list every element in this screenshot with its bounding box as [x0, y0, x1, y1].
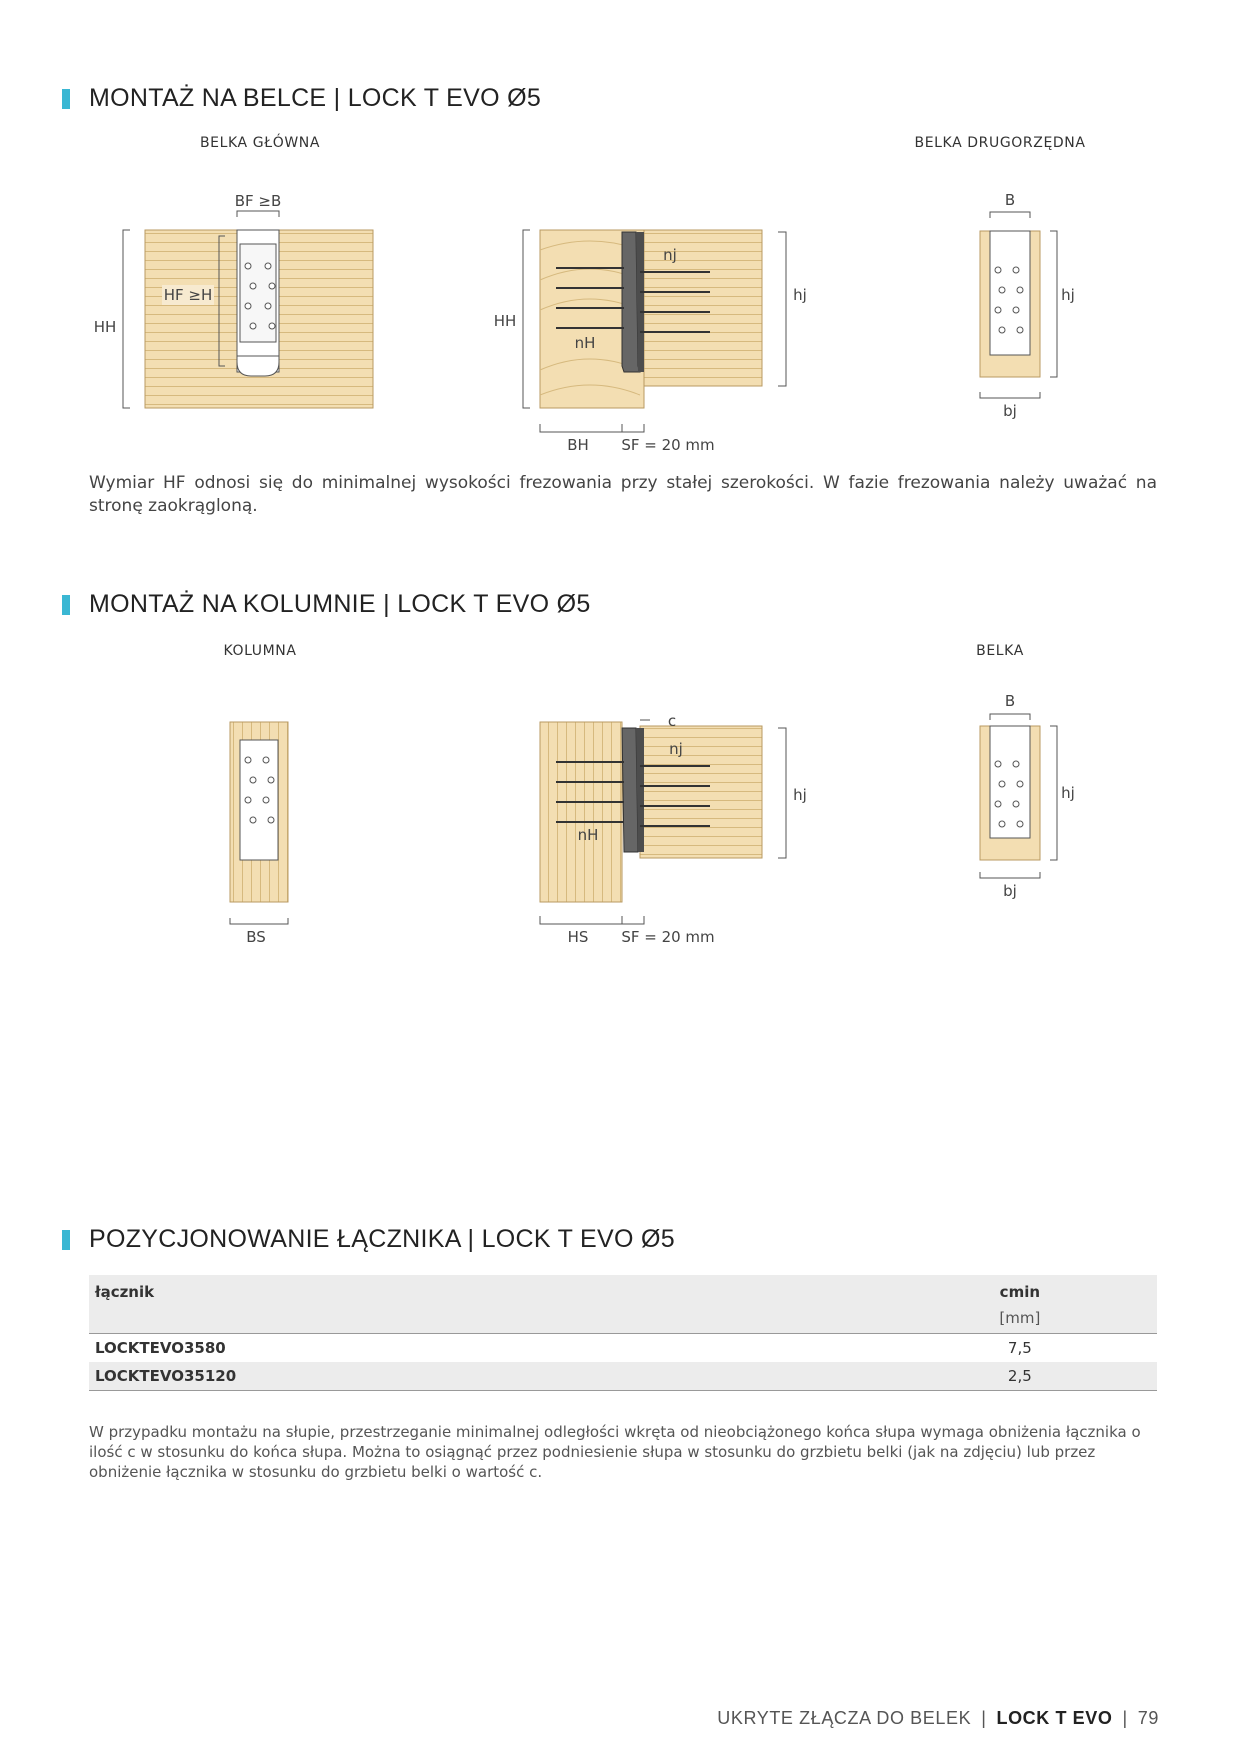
table-header-connector: łącznik — [89, 1275, 883, 1305]
section-title-text: MONTAŻ NA BELCE | LOCK T EVO Ø5 — [89, 84, 542, 112]
title-accent-bar — [62, 88, 70, 109]
dim-hs: HS — [568, 928, 589, 946]
table-cell-code: LOCKTEVO3580 — [89, 1333, 883, 1362]
label-secondary-beam: BELKA DRUGORZĘDNA — [914, 135, 1086, 151]
section-title-beam: MONTAŻ NA BELCE | LOCK T EVO Ø5 — [62, 84, 541, 113]
section-title-column: MONTAŻ NA KOLUMNIE | LOCK T EVO Ø5 — [62, 590, 591, 619]
title-accent-bar — [62, 594, 70, 615]
main-beam-front-view — [122, 210, 374, 409]
table-row: LOCKTEVO3580 7,5 — [89, 1333, 1157, 1362]
dim-hj-col-right: hj — [1061, 784, 1075, 802]
table-cell-value: 2,5 — [882, 1362, 1157, 1391]
dim-hj-mid: hj — [793, 286, 807, 304]
beam-side-section — [522, 229, 787, 433]
dim-sf-col: SF = 20 mm — [621, 928, 714, 946]
dim-nh: nH — [575, 334, 596, 352]
dim-sf: SF = 20 mm — [621, 436, 714, 454]
label-column: KOLUMNA — [223, 643, 297, 659]
section-title-text: MONTAŻ NA KOLUMNIE | LOCK T EVO Ø5 — [89, 590, 591, 618]
dim-hh-left: HH — [94, 318, 117, 336]
positioning-table: łącznik cmin [mm] LOCKTEVO3580 7,5 LOCKT… — [89, 1275, 1157, 1391]
positioning-note: W przypadku montażu na słupie, przestrze… — [89, 1423, 1141, 1481]
dim-hj-right: hj — [1061, 286, 1075, 304]
beam-cross-section — [979, 713, 1058, 879]
dim-hf: HF ≥H — [164, 286, 213, 304]
page-footer: UKRYTE ZŁĄCZA DO BELEK|LOCK T EVO|79 — [717, 1708, 1159, 1728]
page-number: 79 — [1137, 1708, 1159, 1728]
dim-nh-col: nH — [578, 826, 599, 844]
dim-bh: BH — [567, 436, 589, 454]
title-accent-bar — [62, 1229, 70, 1250]
column-front-view — [229, 721, 289, 925]
dim-bj-col: bj — [1003, 882, 1017, 900]
footer-product: LOCK T EVO — [996, 1708, 1113, 1728]
dim-b: B — [1005, 191, 1015, 209]
section-title-text: POZYCJONOWANIE ŁĄCZNIKA | LOCK T EVO Ø5 — [89, 1225, 675, 1253]
table-cell-code: LOCKTEVO35120 — [89, 1362, 883, 1391]
dim-bs: BS — [246, 928, 266, 946]
dim-b-col: B — [1005, 692, 1015, 710]
table-unit: [mm] — [882, 1305, 1157, 1334]
dim-hh-mid: HH — [494, 312, 517, 330]
dim-hj-col-mid: hj — [793, 786, 807, 804]
dim-bf: BF ≥B — [235, 192, 282, 210]
column-side-section — [539, 719, 787, 925]
beam-note-paragraph: Wymiar HF odnosi się do minimalnej wysok… — [89, 473, 1157, 516]
label-beam: BELKA — [976, 643, 1024, 659]
dim-c: c — [668, 712, 676, 730]
dim-nj: nj — [663, 246, 677, 264]
section-title-positioning: POZYCJONOWANIE ŁĄCZNIKA | LOCK T EVO Ø5 — [62, 1225, 675, 1254]
table-cell-value: 7,5 — [882, 1333, 1157, 1362]
label-main-beam: BELKA GŁÓWNA — [199, 135, 321, 151]
secondary-beam-cross-section — [979, 211, 1058, 399]
footer-category: UKRYTE ZŁĄCZA DO BELEK — [717, 1708, 972, 1728]
dim-nj-col: nj — [669, 740, 683, 758]
table-row: LOCKTEVO35120 2,5 — [89, 1362, 1157, 1391]
table-header-cmin: cmin — [882, 1275, 1157, 1305]
dim-bj: bj — [1003, 402, 1017, 420]
